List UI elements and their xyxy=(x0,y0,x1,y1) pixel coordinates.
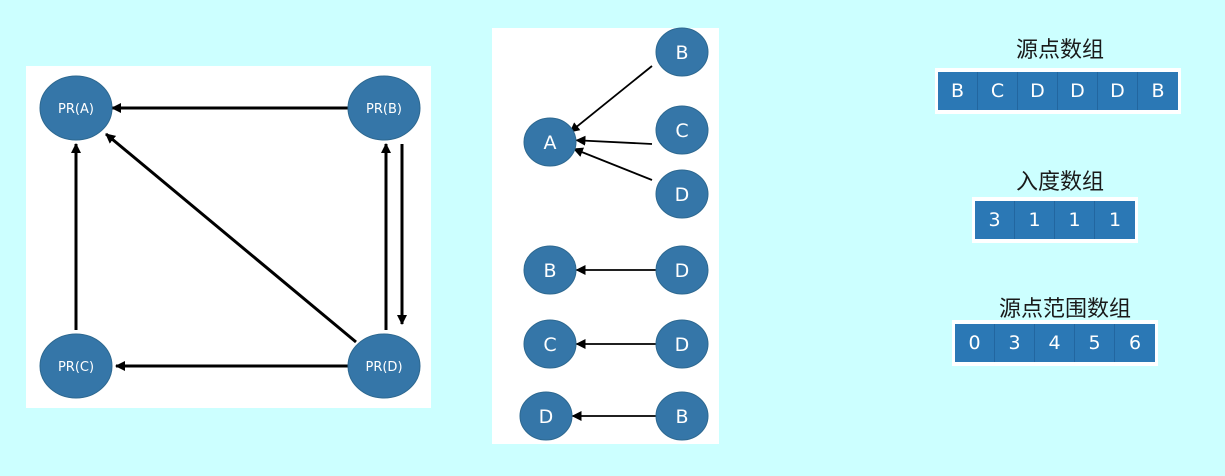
target-node-c: C xyxy=(523,319,577,369)
pagerank-graph-panel: PR(A) PR(B) PR(C) PR(D) xyxy=(26,66,431,408)
node-circle xyxy=(347,333,421,399)
node-label: PR(C) xyxy=(58,360,94,375)
node-label: PR(D) xyxy=(365,360,402,375)
node-label: PR(A) xyxy=(58,102,94,117)
edge-b-to-a xyxy=(569,65,653,133)
node-label: C xyxy=(543,334,556,356)
node-circle xyxy=(655,245,709,295)
node-circle xyxy=(655,27,709,77)
node-circle xyxy=(523,245,577,295)
edge-c-to-a xyxy=(575,135,653,146)
source-node-d: D xyxy=(655,319,709,369)
incoming-edges-diagram: B C D A D B D C B D xyxy=(519,27,709,441)
node-label: C xyxy=(675,120,688,142)
node-label: D xyxy=(675,334,690,356)
target-node-b: B xyxy=(523,245,577,295)
range-array-cell: 6 xyxy=(1115,324,1155,362)
node-circle xyxy=(655,319,709,369)
source-array-cell: D xyxy=(1018,72,1058,110)
node-circle xyxy=(347,75,421,141)
source-array-cell: C xyxy=(978,72,1018,110)
source-array-cell: B xyxy=(1138,72,1178,110)
node-pr-d: PR(D) xyxy=(347,333,421,399)
target-node-a: A xyxy=(523,117,577,167)
node-label: B xyxy=(675,406,688,428)
range-array-cell: 4 xyxy=(1035,324,1075,362)
source-array-cell: B xyxy=(938,72,978,110)
node-pr-c: PR(C) xyxy=(39,333,113,399)
edge-d-to-a xyxy=(572,147,653,181)
indegree-array-cell: 1 xyxy=(1015,201,1055,239)
indegree-array-cell: 1 xyxy=(1055,201,1095,239)
incoming-edges-panel: B C D A D B D C B D xyxy=(492,27,719,444)
node-circle xyxy=(523,319,577,369)
indegree-array-cell: 3 xyxy=(975,201,1015,239)
node-label: D xyxy=(675,260,690,282)
source-node-d: D xyxy=(655,245,709,295)
target-node-d: D xyxy=(519,391,573,441)
source-node-b: B xyxy=(655,391,709,441)
node-pr-b: PR(B) xyxy=(347,75,421,141)
node-label: D xyxy=(675,184,690,206)
indegree-array-title: 入度数组 xyxy=(1015,170,1104,195)
range-array-cell: 5 xyxy=(1075,324,1115,362)
indegree-array-cell: 1 xyxy=(1095,201,1135,239)
node-circle xyxy=(655,105,709,155)
pagerank-graph: PR(A) PR(B) PR(C) PR(D) xyxy=(39,75,421,399)
node-circle xyxy=(655,391,709,441)
node-label: B xyxy=(543,260,556,282)
range-array-cell: 3 xyxy=(995,324,1035,362)
range-array-cell: 0 xyxy=(955,324,995,362)
node-circle xyxy=(39,333,113,399)
source-node-b: B xyxy=(655,27,709,77)
node-label: PR(B) xyxy=(366,102,402,117)
source-node-d: D xyxy=(655,169,709,219)
edge-pr-d-to-pr-a xyxy=(105,132,357,344)
source-array-title: 源点数组 xyxy=(1015,38,1104,63)
node-circle xyxy=(523,117,577,167)
node-circle xyxy=(655,169,709,219)
node-label: B xyxy=(675,42,688,64)
source-array-cell: D xyxy=(1098,72,1138,110)
node-circle xyxy=(519,391,573,441)
source-array-cell: D xyxy=(1058,72,1098,110)
node-label: D xyxy=(539,406,554,428)
node-circle xyxy=(39,75,113,141)
range-array-title: 源点范围数组 xyxy=(998,297,1131,322)
node-label: A xyxy=(544,132,557,154)
node-pr-a: PR(A) xyxy=(39,75,113,141)
source-node-c: C xyxy=(655,105,709,155)
